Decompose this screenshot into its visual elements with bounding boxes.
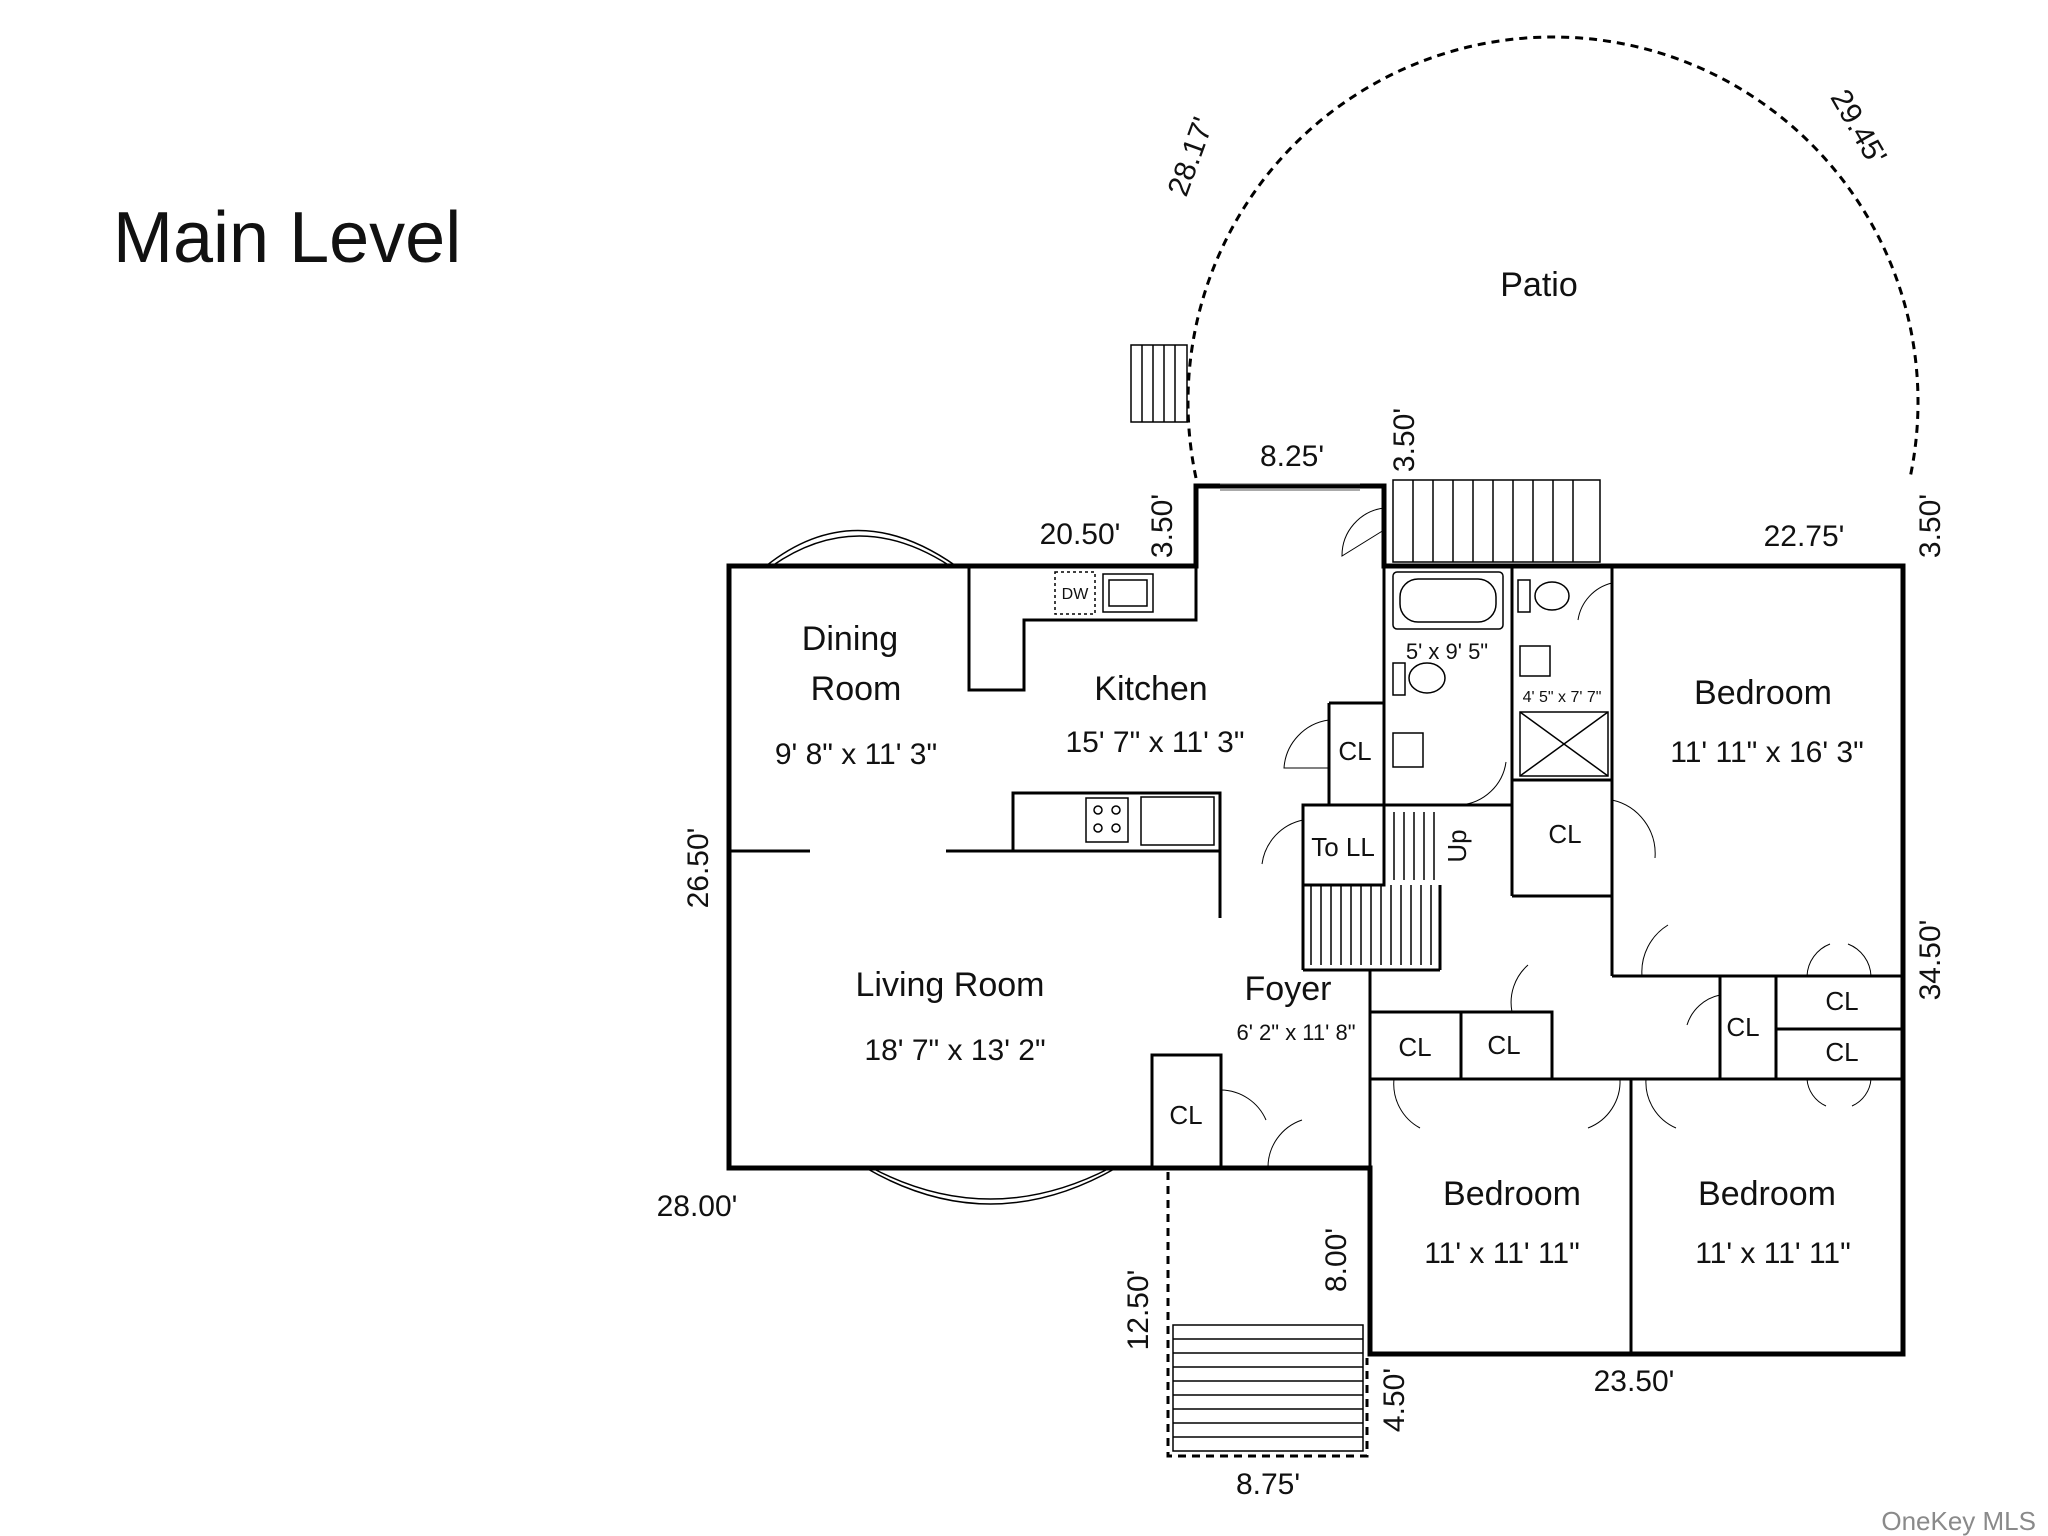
closet-label: CL	[1726, 1012, 1759, 1042]
dining-bay-window	[765, 529, 957, 567]
closet-label: CL	[1398, 1032, 1431, 1062]
bedroom-right-size: 11' x 11' 11"	[1695, 1237, 1851, 1270]
dim-right-side: 34.50'	[1914, 920, 1947, 1001]
bedroom-main-size: 11' 11" x 16' 3"	[1670, 736, 1863, 769]
living-room-label: Living Room	[856, 966, 1045, 1004]
patio-label: Patio	[1500, 266, 1578, 304]
bath-1-size: 5' x 9' 5"	[1406, 639, 1488, 664]
dim-top-right: 22.75'	[1764, 520, 1845, 553]
dim-step-width: 8.75'	[1236, 1468, 1300, 1501]
dim-top-center: 8.25'	[1260, 440, 1324, 473]
bedroom-main-label: Bedroom	[1694, 674, 1832, 712]
dim-left-jog: 3.50'	[1146, 494, 1179, 558]
exterior-walls	[726, 483, 1906, 1357]
dishwasher-label: DW	[1062, 586, 1090, 603]
foyer-size: 6' 2" x 11' 8"	[1236, 1020, 1355, 1045]
bedroom-left-label: Bedroom	[1443, 1175, 1581, 1213]
closet-label: CL	[1825, 1037, 1858, 1067]
bedroom-left-size: 11' x 11' 11"	[1424, 1237, 1580, 1270]
door-swings	[1220, 507, 1872, 1169]
dim-top-step: 3.50'	[1388, 408, 1421, 472]
closet-label: CL	[1338, 736, 1371, 766]
patio-outline	[1186, 35, 1920, 479]
front-porch	[1166, 1172, 1369, 1458]
bath-fixtures	[1392, 571, 1609, 777]
dim-right-jog: 3.50'	[1914, 494, 1947, 558]
dim-bottom-right: 23.50'	[1594, 1365, 1675, 1398]
closet-label: CL	[1825, 986, 1858, 1016]
living-bay-window	[865, 1167, 1117, 1205]
kitchen-fixtures	[1054, 571, 1215, 846]
dining-size: 9' 8" x 11' 3"	[775, 738, 937, 771]
living-room-size: 18' 7" x 13' 2"	[864, 1034, 1045, 1067]
dim-patio-left: 28.17'	[1162, 113, 1221, 200]
kitchen-size: 15' 7" x 11' 3"	[1066, 726, 1245, 759]
dim-top-left: 20.50'	[1040, 518, 1121, 551]
watermark: OneKey MLS	[1881, 1506, 2036, 1536]
closet-label: CL	[1169, 1100, 1202, 1130]
interior-walls	[729, 566, 1905, 1354]
dim-porch-depth: 8.00'	[1320, 1228, 1353, 1292]
dim-patio-right: 29.45'	[1824, 84, 1893, 170]
closet-label: CL	[1548, 819, 1581, 849]
dim-left-side: 26.50'	[682, 828, 715, 909]
foyer-label: Foyer	[1245, 970, 1332, 1008]
closet-label: CL	[1487, 1030, 1520, 1060]
stairs-up-label: Up	[1442, 829, 1472, 862]
dim-porch-left: 12.50'	[1122, 1270, 1155, 1351]
dim-bottom-left: 28.00'	[657, 1190, 738, 1223]
rear-steps	[1392, 479, 1601, 563]
patio-steps	[1130, 344, 1188, 423]
to-lower-level-label: To LL	[1311, 832, 1375, 862]
bath-2-size: 4' 5" x 7' 7"	[1523, 689, 1602, 706]
dining-label-line2: Room	[811, 670, 902, 708]
interior-stairs	[1310, 812, 1435, 965]
dining-label-line1: Dining	[802, 620, 898, 658]
kitchen-label: Kitchen	[1094, 670, 1207, 708]
dim-step-depth: 4.50'	[1378, 1368, 1411, 1432]
bedroom-right-label: Bedroom	[1698, 1175, 1836, 1213]
page-title: Main Level	[113, 198, 461, 278]
